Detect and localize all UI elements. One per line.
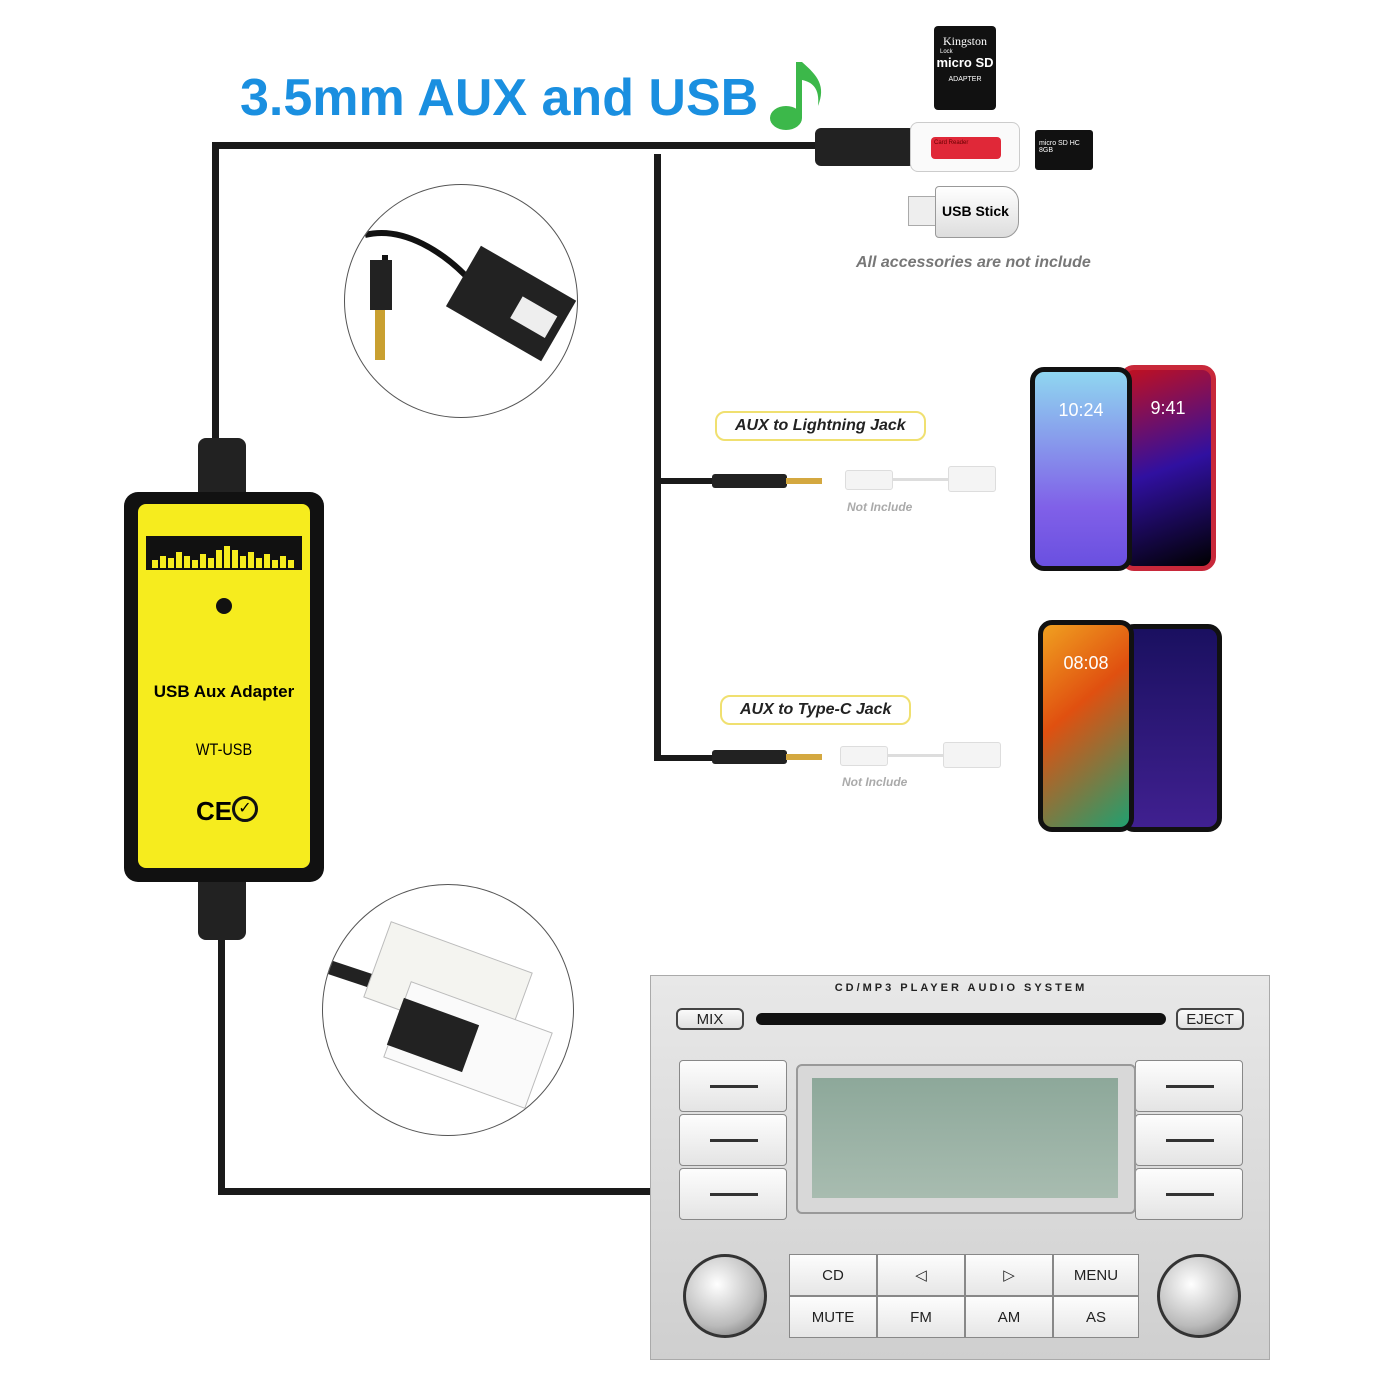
preset-button-4[interactable] xyxy=(1135,1060,1243,1112)
cd-button[interactable]: CD xyxy=(789,1254,877,1296)
adapter-name: USB Aux Adapter xyxy=(153,682,295,701)
lightning-not-include: Not Include xyxy=(847,500,913,514)
quadlock-connector-illustration xyxy=(323,921,553,1109)
music-note-icon xyxy=(770,62,822,130)
microsd-card: micro SD HC 8GB xyxy=(1035,130,1093,170)
typec-dongle-wire xyxy=(888,754,943,757)
as-button[interactable]: AS xyxy=(1053,1296,1139,1338)
mix-button[interactable]: MIX xyxy=(676,1008,744,1030)
radio-cable xyxy=(218,880,225,1195)
radio-cable-h xyxy=(218,1188,650,1195)
eject-button[interactable]: EJECT xyxy=(1176,1008,1244,1030)
adapter-face: USB Aux Adapter WT-USB CE ✓ xyxy=(138,504,310,868)
card-reader: Card Reader xyxy=(910,122,1020,172)
aux-typec-label: AUX to Type-C Jack xyxy=(720,695,912,725)
led-indicator xyxy=(216,598,232,614)
strain-relief-top xyxy=(198,438,246,496)
prev-button[interactable]: ◁ xyxy=(877,1254,965,1296)
microsd-capacity: 8GB xyxy=(1039,147,1054,154)
adapter-model: WT-USB xyxy=(195,740,253,759)
accessories-note: All accessories are not include xyxy=(856,254,1091,271)
typec-dongle-plug xyxy=(943,742,1001,768)
radio-header: CD/MP3 PLAYER AUDIO SYSTEM xyxy=(834,982,1088,994)
aux-branch-1 xyxy=(654,478,714,484)
sd-label: ADAPTER xyxy=(948,76,982,83)
aux-jack-tip-2 xyxy=(786,754,822,760)
iphone-8-red: 9:41 xyxy=(1120,365,1216,571)
usb-cable xyxy=(212,142,822,149)
am-button[interactable]: AM xyxy=(965,1296,1053,1338)
microsd-label: micro SD HC xyxy=(1039,140,1080,147)
iphone-x-clock: 10:24 xyxy=(1058,400,1104,420)
android-phone-apps xyxy=(1120,624,1222,832)
preset-button-3[interactable] xyxy=(679,1168,787,1220)
usb-stick: USB Stick xyxy=(935,186,1019,238)
mute-button[interactable]: MUTE xyxy=(789,1296,877,1338)
sd-adapter: Kingston Lock micro SD ADAPTER xyxy=(934,26,996,110)
preset-button-1[interactable] xyxy=(679,1060,787,1112)
radio-connector-detail xyxy=(322,884,574,1136)
typec-dongle-socket xyxy=(840,746,888,766)
lightning-dongle-wire xyxy=(893,478,948,481)
usb-aux-adapter: USB Aux Adapter WT-USB CE ✓ xyxy=(124,492,324,882)
menu-button[interactable]: MENU xyxy=(1053,1254,1139,1296)
aux-lightning-label: AUX to Lightning Jack xyxy=(715,411,926,441)
lightning-dongle-plug xyxy=(948,466,996,492)
usb-plug xyxy=(815,128,915,166)
next-button[interactable]: ▷ xyxy=(965,1254,1053,1296)
equalizer-icon xyxy=(146,536,302,570)
huawei-clock: 08:08 xyxy=(1063,653,1109,673)
main-cable xyxy=(212,142,219,452)
sd-brand: Kingston xyxy=(942,34,987,48)
sd-type: micro SD xyxy=(936,55,994,70)
page-title: 3.5mm AUX and USB xyxy=(240,69,759,127)
lightning-dongle-socket xyxy=(845,470,893,490)
aux-usb-cable-illustration xyxy=(364,230,577,362)
preset-button-2[interactable] xyxy=(679,1114,787,1166)
cd-slot xyxy=(756,1013,1166,1025)
preset-button-6[interactable] xyxy=(1135,1168,1243,1220)
typec-not-include: Not Include xyxy=(842,775,908,789)
aux-jack-2 xyxy=(712,750,787,764)
rohs-check-icon: ✓ xyxy=(232,796,258,822)
sd-lock: Lock xyxy=(940,49,953,55)
aux-jack-tip-1 xyxy=(786,478,822,484)
aux-branch-2 xyxy=(654,755,714,761)
usb-stick-connector xyxy=(908,196,938,226)
display-bezel xyxy=(796,1064,1136,1214)
car-radio: CD/MP3 PLAYER AUDIO SYSTEM MIX EJECT CD … xyxy=(650,975,1270,1360)
huawei-phone: 08:08 xyxy=(1038,620,1134,832)
iphone-8-clock: 9:41 xyxy=(1150,398,1186,418)
card-reader-label: Card Reader xyxy=(931,137,1001,159)
strain-relief-bottom xyxy=(198,878,246,940)
volume-knob[interactable] xyxy=(683,1254,767,1338)
aux-usb-cable-detail xyxy=(344,184,578,418)
preset-button-5[interactable] xyxy=(1135,1114,1243,1166)
usb-stick-label: USB Stick xyxy=(942,203,1009,219)
aux-cable xyxy=(654,154,661,759)
fm-button[interactable]: FM xyxy=(877,1296,965,1338)
aux-jack-1 xyxy=(712,474,787,488)
iphone-x: 10:24 xyxy=(1030,367,1132,571)
ce-mark: CE xyxy=(196,796,233,826)
tuning-knob[interactable] xyxy=(1157,1254,1241,1338)
lcd-display xyxy=(812,1078,1118,1198)
